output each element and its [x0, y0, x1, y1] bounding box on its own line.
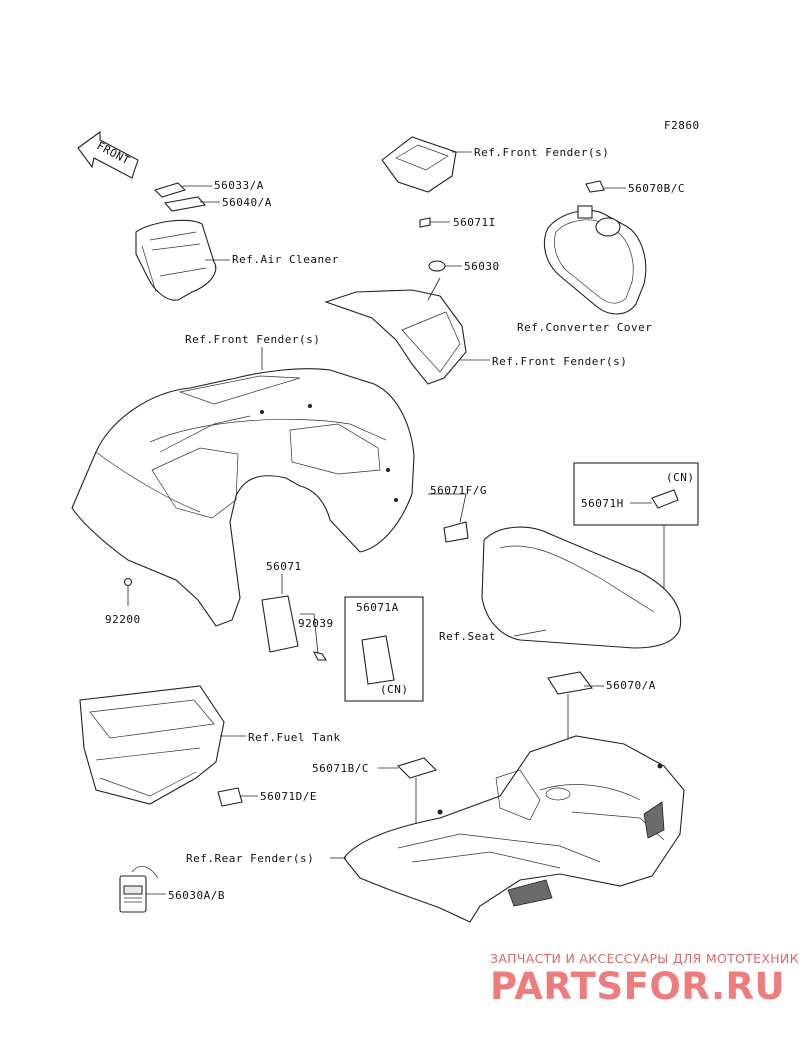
sticker-56071-part	[261, 595, 299, 653]
sticker-56070a-part	[547, 671, 593, 695]
label-92200: 92200	[105, 613, 141, 626]
label-56070a: 56070/A	[606, 679, 656, 692]
front-fender-right-part	[324, 289, 467, 385]
label-56071: 56071	[266, 560, 302, 573]
label-56071bc: 56071B/C	[312, 762, 369, 775]
tag-56030ab-part	[119, 865, 159, 913]
label-cn-box: (CN)	[380, 683, 409, 696]
sticker-56071de-part	[217, 787, 243, 807]
label-ref-front-fender-right: Ref.Front Fender(s)	[492, 355, 627, 368]
diagram-code: F2860	[664, 119, 700, 132]
label-ref-front-fender-top: Ref.Front Fender(s)	[474, 146, 609, 159]
label-ref-front-fender-main: Ref.Front Fender(s)	[185, 333, 320, 346]
air-cleaner-part	[135, 182, 217, 301]
clip-92200-part	[123, 577, 133, 587]
label-ref-fuel-tank: Ref.Fuel Tank	[248, 731, 341, 744]
clip-92039-part	[312, 651, 328, 661]
seat-part	[481, 526, 682, 649]
label-sticker-56071fg	[443, 521, 469, 543]
label-56030: 56030	[464, 260, 500, 273]
label-ref-seat: Ref.Seat	[439, 630, 496, 643]
front-fender-main-part	[71, 368, 415, 627]
label-ref-air-cleaner: Ref.Air Cleaner	[232, 253, 339, 266]
label-56040a: 56040/A	[222, 196, 272, 209]
fuel-tank-part	[79, 685, 225, 805]
watermark-tagline: ЗАПЧАСТИ И АКСЕССУАРЫ ДЛЯ МОТОТЕХНИКИ	[490, 951, 800, 966]
label-56071a: 56071A	[356, 601, 399, 614]
label-56033a: 56033/A	[214, 179, 264, 192]
label-56071de: 56071D/E	[260, 790, 317, 803]
front-fender-top-part	[381, 136, 457, 228]
label-92039: 92039	[298, 617, 334, 630]
front-arrow-icon: FRONT	[77, 130, 139, 179]
converter-cover-part	[543, 180, 647, 315]
label-ref-converter-cover: Ref.Converter Cover	[517, 321, 652, 334]
label-56070bc: 56070B/C	[628, 182, 685, 195]
washer-56030-part	[428, 260, 446, 272]
sticker-56071a-part	[361, 635, 395, 685]
label-56071h: 56071H	[581, 497, 624, 510]
label-56071fg: 56071F/G	[430, 484, 487, 497]
watermark-logo: PARTSFOR.RU	[490, 965, 785, 1008]
cn-box-56071h	[573, 462, 699, 526]
label-56071i: 56071I	[453, 216, 496, 229]
label-cn-top: (CN)	[666, 471, 695, 484]
label-ref-rear-fender: Ref.Rear Fender(s)	[186, 852, 314, 865]
rear-fender-part	[343, 735, 685, 923]
sticker-56071bc-part	[396, 757, 438, 779]
sticker-56071h-part	[651, 489, 679, 509]
label-56030ab: 56030A/B	[168, 889, 225, 902]
